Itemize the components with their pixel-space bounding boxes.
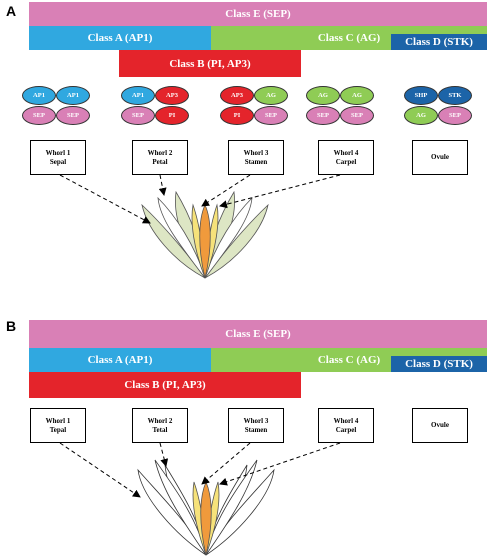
organ-label: Stamen xyxy=(244,157,268,166)
protein-oval: SEP xyxy=(306,106,340,125)
complex-whorl-1: AP1 AP1 SEP SEP xyxy=(22,86,94,130)
protein-oval: AP1 xyxy=(22,86,56,105)
whorl-label: Whorl 3 xyxy=(243,416,269,425)
complex-whorl-4: AG AG SEP SEP xyxy=(306,86,378,130)
protein-oval: STK xyxy=(438,86,472,105)
organ-label: Petal xyxy=(152,157,168,166)
whorl-label: Whorl 1 xyxy=(45,148,71,157)
whorl-box-2: Whorl 2 Petal xyxy=(132,140,188,175)
arrows-b xyxy=(59,442,341,498)
class-e-sep-bar: Class E (SEP) xyxy=(29,2,487,26)
protein-oval: AP1 xyxy=(121,86,155,105)
panel-b-label: B xyxy=(6,318,17,334)
class-a-ap1-bar: Class A (AP1) xyxy=(29,348,211,372)
protein-oval: PI xyxy=(220,106,254,125)
class-b-pi-ap3-bar: Class B (PI, AP3) xyxy=(29,372,301,398)
ovule-label: Ovule xyxy=(431,421,449,429)
whorl-label: Whorl 4 xyxy=(333,416,359,425)
organ-label: Tetal xyxy=(152,425,168,434)
protein-oval: AG xyxy=(404,106,438,125)
protein-oval: SEP xyxy=(438,106,472,125)
protein-oval: AP1 xyxy=(56,86,90,105)
ovule-box: Ovule xyxy=(412,408,468,443)
protein-oval: SEP xyxy=(56,106,90,125)
whorl-box-1: Whorl 1 Sepal xyxy=(30,140,86,175)
protein-oval: SEP xyxy=(22,106,56,125)
flower-a xyxy=(141,190,269,279)
complex-ovule: SHP STK AG SEP xyxy=(404,86,476,130)
whorl-label: Whorl 4 xyxy=(333,148,359,157)
panel-a-label: A xyxy=(6,3,17,19)
complex-whorl-2: AP1 AP3 SEP PI xyxy=(121,86,193,130)
whorl-label: Whorl 3 xyxy=(243,148,269,157)
arrows-a xyxy=(59,174,341,224)
flower-b xyxy=(137,459,275,556)
class-b-pi-ap3-bar: Class B (PI, AP3) xyxy=(119,50,301,77)
whorl-box-4: Whorl 4 Carpel xyxy=(318,140,374,175)
class-a-ap1-bar: Class A (AP1) xyxy=(29,26,211,50)
whorl-label: Whorl 2 xyxy=(147,416,173,425)
organ-label: Sepal xyxy=(49,157,67,166)
ovule-box: Ovule xyxy=(412,140,468,175)
protein-oval: SEP xyxy=(121,106,155,125)
protein-oval: AG xyxy=(340,86,374,105)
ovule-label: Ovule xyxy=(431,153,449,161)
protein-oval: SHP xyxy=(404,86,438,105)
class-d-stk-bar: Class D (STK) xyxy=(391,356,487,372)
whorl-box-1: Whorl 1 Tepal xyxy=(30,408,86,443)
protein-oval: AG xyxy=(254,86,288,105)
class-e-sep-bar: Class E (SEP) xyxy=(29,320,487,348)
petal-whorl-a xyxy=(157,196,253,279)
class-d-stk-bar: Class D (STK) xyxy=(391,34,487,50)
protein-oval: AG xyxy=(306,86,340,105)
organ-label: Tepal xyxy=(49,425,67,434)
whorl-label: Whorl 1 xyxy=(45,416,71,425)
organ-label: Carpel xyxy=(335,157,357,166)
whorl-box-3: Whorl 3 Stamen xyxy=(228,408,284,443)
whorl-box-4: Whorl 4 Carpel xyxy=(318,408,374,443)
protein-oval: SEP xyxy=(340,106,374,125)
whorl-box-3: Whorl 3 Stamen xyxy=(228,140,284,175)
complex-whorl-3: AP3 AG PI SEP xyxy=(220,86,292,130)
protein-oval: SEP xyxy=(254,106,288,125)
organ-label: Carpel xyxy=(335,425,357,434)
whorl-box-2: Whorl 2 Tetal xyxy=(132,408,188,443)
protein-oval: AP3 xyxy=(155,86,189,105)
protein-oval: AP3 xyxy=(220,86,254,105)
tepal-whorl-b xyxy=(137,459,275,556)
protein-oval: PI xyxy=(155,106,189,125)
whorl-label: Whorl 2 xyxy=(147,148,173,157)
organ-label: Stamen xyxy=(244,425,268,434)
